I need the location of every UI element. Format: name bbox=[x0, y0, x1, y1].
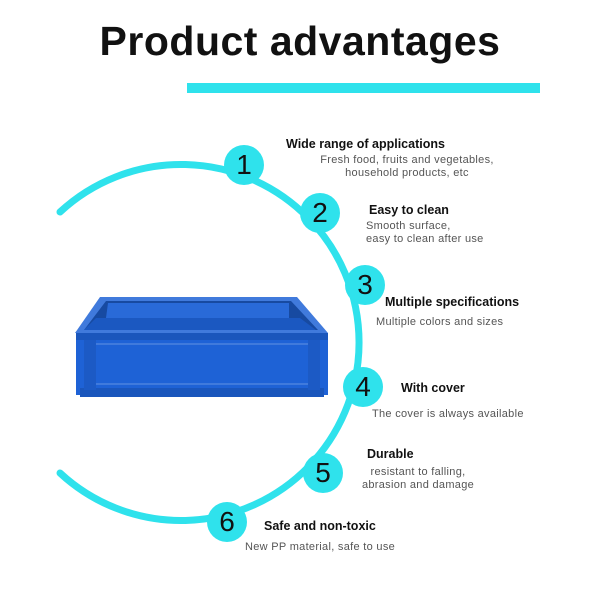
step-2-number: 2 bbox=[312, 197, 328, 228]
step-4-number: 4 bbox=[355, 371, 371, 402]
step-3-badge: 3 bbox=[345, 265, 385, 305]
advantage-3-title: Multiple specifications bbox=[385, 295, 520, 309]
advantage-3-desc: Multiple colors and sizes bbox=[376, 316, 503, 329]
step-5-number: 5 bbox=[315, 457, 331, 488]
advantage-1-title: Wide range of applications bbox=[286, 137, 445, 151]
advantage-6-title: Safe and non-toxic bbox=[264, 519, 376, 533]
step-1-number: 1 bbox=[236, 149, 252, 180]
advantage-2-desc-line-2: easy to clean after use bbox=[366, 233, 484, 245]
advantage-5-title: Durable bbox=[367, 447, 414, 461]
step-6-badge: 6 bbox=[207, 502, 247, 542]
advantage-6-desc-line-1: New PP material, safe to use bbox=[245, 541, 396, 553]
page-title: Product advantages bbox=[99, 18, 501, 64]
step-3-number: 3 bbox=[357, 269, 373, 300]
advantage-1-desc: Fresh food, fruits and vegetables, house… bbox=[302, 154, 512, 180]
advantage-5-desc-line-1: resistant to falling, bbox=[370, 466, 466, 478]
advantage-4-desc-line-1: The cover is always available bbox=[372, 408, 524, 420]
advantage-4-desc: The cover is always available bbox=[372, 408, 524, 421]
plastic-crate-illustration bbox=[75, 297, 328, 397]
advantage-2-desc-line-1: Smooth surface, bbox=[366, 220, 451, 232]
step-2-badge: 2 bbox=[300, 193, 340, 233]
advantage-3-desc-line-1: Multiple colors and sizes bbox=[376, 316, 504, 328]
step-1-badge: 1 bbox=[224, 145, 264, 185]
timeline-arc bbox=[56, 161, 363, 524]
title-underline-bar bbox=[187, 83, 540, 93]
advantage-6-desc: New PP material, safe to use bbox=[245, 541, 395, 554]
step-6-number: 6 bbox=[219, 506, 235, 537]
step-5-badge: 5 bbox=[303, 453, 343, 493]
advantage-1-desc-line-1: Fresh food, fruits and vegetables, bbox=[320, 154, 494, 166]
step-4-badge: 4 bbox=[343, 367, 383, 407]
advantage-2-title: Easy to clean bbox=[369, 203, 449, 217]
advantage-5-desc-line-2: abrasion and damage bbox=[361, 479, 475, 491]
advantage-5-desc: resistant to falling, abrasion and damag… bbox=[349, 466, 487, 492]
advantage-2-desc: Smooth surface, easy to clean after use bbox=[366, 220, 484, 246]
advantage-4-title: With cover bbox=[401, 381, 465, 395]
advantage-1-desc-line-2: household products, etc bbox=[345, 167, 469, 179]
